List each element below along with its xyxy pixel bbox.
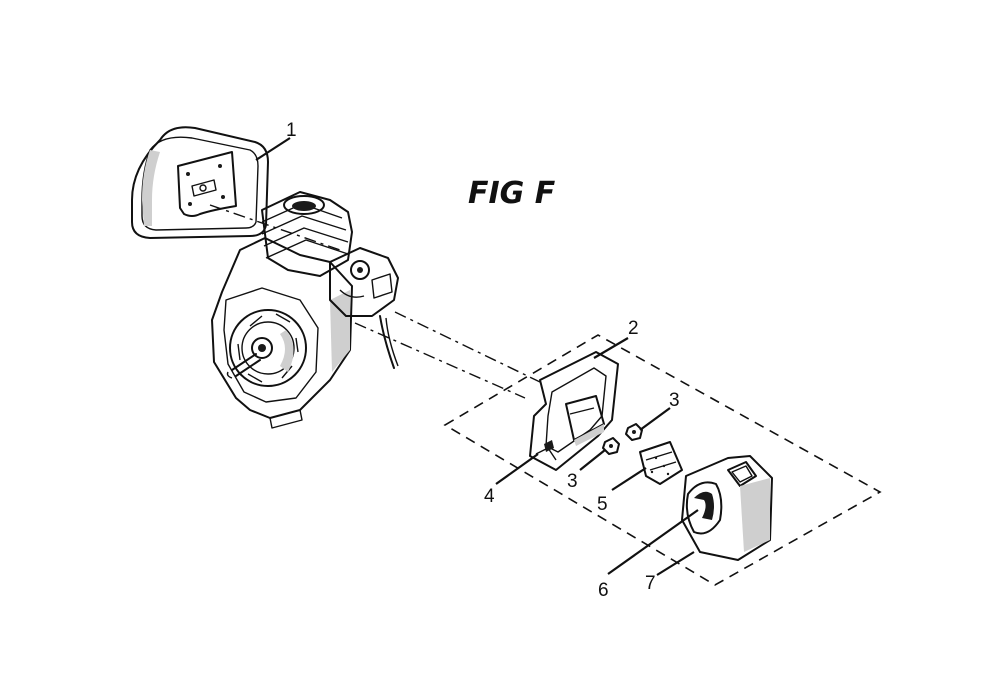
leader-6 (607, 509, 699, 575)
callout-2: 2 (628, 318, 639, 339)
alignment-line-carb-2 (354, 322, 526, 399)
filter-element-part (639, 441, 683, 485)
leader-4 (495, 453, 539, 485)
leader-1 (255, 137, 291, 161)
callout-6: 6 (598, 580, 609, 601)
callout-3-lower: 3 (567, 471, 578, 492)
assembly-boundary (443, 334, 882, 586)
callout-5: 5 (597, 494, 608, 515)
callout-3-upper: 3 (669, 390, 680, 411)
leader-3a (639, 407, 671, 431)
air-filter-cover-part (681, 455, 773, 561)
figure-title: FIG F (468, 176, 556, 211)
leader-3b (579, 449, 606, 471)
muffler-part (131, 126, 269, 239)
nut-lower (602, 437, 620, 455)
air-filter-base-part (529, 351, 619, 471)
engine-block (211, 191, 399, 429)
leader-7 (656, 551, 695, 576)
nut-upper (625, 423, 643, 441)
callout-7: 7 (645, 573, 656, 594)
leader-2 (593, 337, 629, 359)
callout-4: 4 (484, 486, 495, 507)
callout-1: 1 (286, 120, 297, 141)
leader-5 (611, 467, 647, 491)
alignment-line-carb-1 (394, 311, 541, 383)
alignment-line-upper (209, 204, 341, 251)
